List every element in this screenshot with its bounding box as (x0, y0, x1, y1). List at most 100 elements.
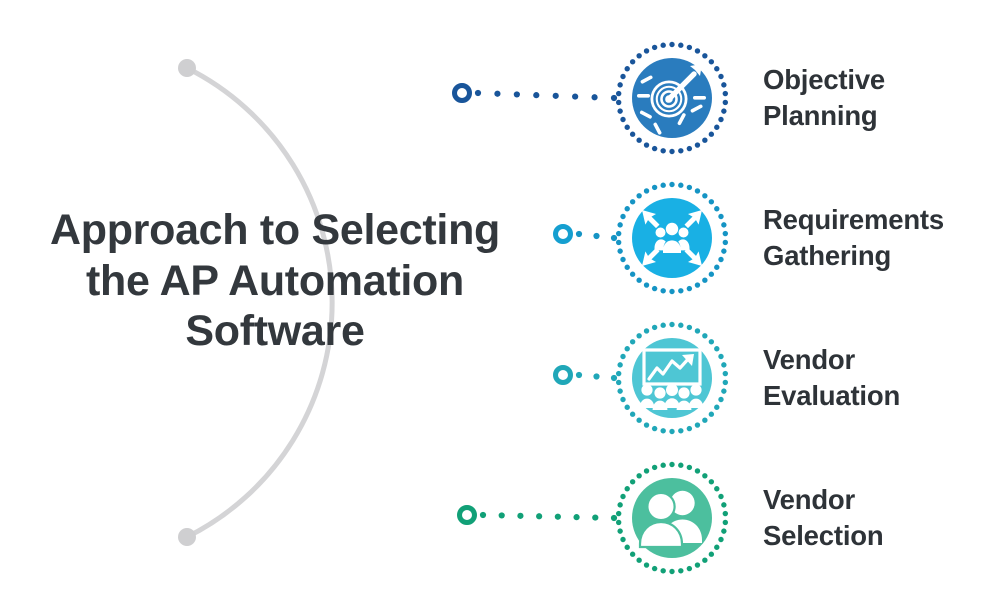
step-badge[interactable] (612, 318, 732, 438)
ring-dot (722, 519, 729, 526)
ring-dot (660, 148, 666, 154)
ring-dot (721, 528, 727, 534)
ring-dot (718, 116, 724, 123)
ring-dot (643, 468, 650, 474)
ring-dot (669, 321, 675, 328)
ring-dot (636, 417, 642, 423)
ring-dot (620, 493, 626, 500)
ring-dot (708, 271, 715, 277)
step-item-objective-planning[interactable]: Objective Planning (612, 38, 1000, 158)
connector-dot (610, 374, 618, 382)
ring-dot (721, 248, 727, 254)
ring-dot (617, 362, 623, 368)
ring-dot (660, 568, 666, 574)
connector-dot (552, 92, 559, 99)
ring-dot (624, 486, 630, 492)
ring-dot (620, 353, 626, 360)
ring-dot (629, 199, 636, 205)
connector-dot (610, 514, 618, 522)
connector-dot (591, 94, 598, 101)
connector-dot (513, 91, 520, 98)
ring-dot (708, 59, 715, 65)
ring-dot (722, 239, 729, 246)
arc-endpoint-top-dot (178, 59, 196, 77)
arc-node-marker[interactable] (553, 224, 573, 244)
ring-dot (660, 428, 666, 434)
ring-dot (669, 181, 675, 188)
step-item-vendor-evaluation[interactable]: Vendor Evaluation (612, 318, 1000, 438)
ring-dot (694, 48, 701, 54)
ring-dot (714, 404, 720, 410)
connector-dot (575, 371, 583, 379)
target-arrow-icon (637, 64, 706, 135)
ring-dot (617, 82, 623, 88)
ring-dot (624, 544, 630, 550)
ring-dot (643, 282, 650, 288)
ring-dot (629, 479, 636, 485)
arc-node-marker[interactable] (457, 505, 477, 525)
ring-dot (629, 59, 636, 65)
ring-dot (629, 271, 636, 277)
connector-dot (572, 93, 579, 100)
ring-dot (722, 230, 729, 237)
page-title: Approach to Selecting the AP Automation … (49, 206, 501, 356)
ring-dot (714, 206, 720, 212)
ring-dot (721, 502, 727, 508)
ring-dot (651, 464, 658, 471)
arc-node-marker[interactable] (553, 365, 573, 385)
ring-dot (702, 53, 708, 59)
dotted-ring-icon (615, 41, 729, 155)
people-converging-arrows-icon (642, 210, 702, 266)
connector-dot (494, 90, 501, 97)
ring-dot (643, 188, 650, 194)
connector-dot (575, 230, 583, 238)
connector-dot (517, 512, 524, 519)
ring-dot (694, 328, 701, 334)
ring-dot (694, 422, 701, 428)
step-label: Vendor Evaluation (763, 343, 901, 411)
ring-dot (669, 461, 675, 468)
ring-dot (718, 353, 724, 360)
arc-node-marker[interactable] (452, 83, 472, 103)
ring-dot (615, 99, 622, 106)
ring-dot (722, 379, 729, 386)
ring-dot (686, 44, 693, 51)
ring-dot (629, 411, 636, 417)
ring-dot (624, 124, 630, 130)
ring-dot (714, 66, 720, 72)
ring-dot (615, 379, 622, 386)
ring-dot (722, 370, 729, 377)
ring-dot (714, 346, 720, 352)
step-item-requirements-gathering[interactable]: Requirements Gathering (612, 178, 1000, 298)
ring-dot (651, 324, 658, 331)
dotted-ring-icon (615, 321, 729, 435)
ring-dot (620, 73, 626, 80)
arc-endpoint-bottom-dot (178, 528, 196, 546)
ring-dot (615, 230, 622, 237)
ring-dot (714, 264, 720, 270)
connector-dot (479, 511, 487, 519)
ring-dot (686, 184, 693, 191)
ring-dot (651, 425, 658, 432)
ring-dot (694, 188, 701, 194)
ring-dot (702, 417, 708, 423)
ring-dot (694, 142, 701, 148)
ring-dot (629, 339, 636, 345)
step-badge[interactable] (612, 38, 732, 158)
ring-dot (686, 464, 693, 471)
ring-dot (669, 41, 675, 48)
step-badge[interactable] (612, 178, 732, 298)
ring-dot (624, 346, 630, 352)
step-label: Vendor Selection (763, 483, 884, 551)
step-item-vendor-selection[interactable]: Vendor Selection (612, 458, 1000, 578)
connector-dot (593, 232, 600, 240)
ring-dot (651, 565, 658, 572)
ring-dot (617, 108, 623, 114)
step-badge[interactable] (612, 458, 732, 578)
ring-dot (678, 182, 684, 188)
ring-dot (636, 473, 642, 479)
ring-dot (651, 44, 658, 51)
ring-dot (636, 333, 642, 339)
ring-dot (643, 422, 650, 428)
